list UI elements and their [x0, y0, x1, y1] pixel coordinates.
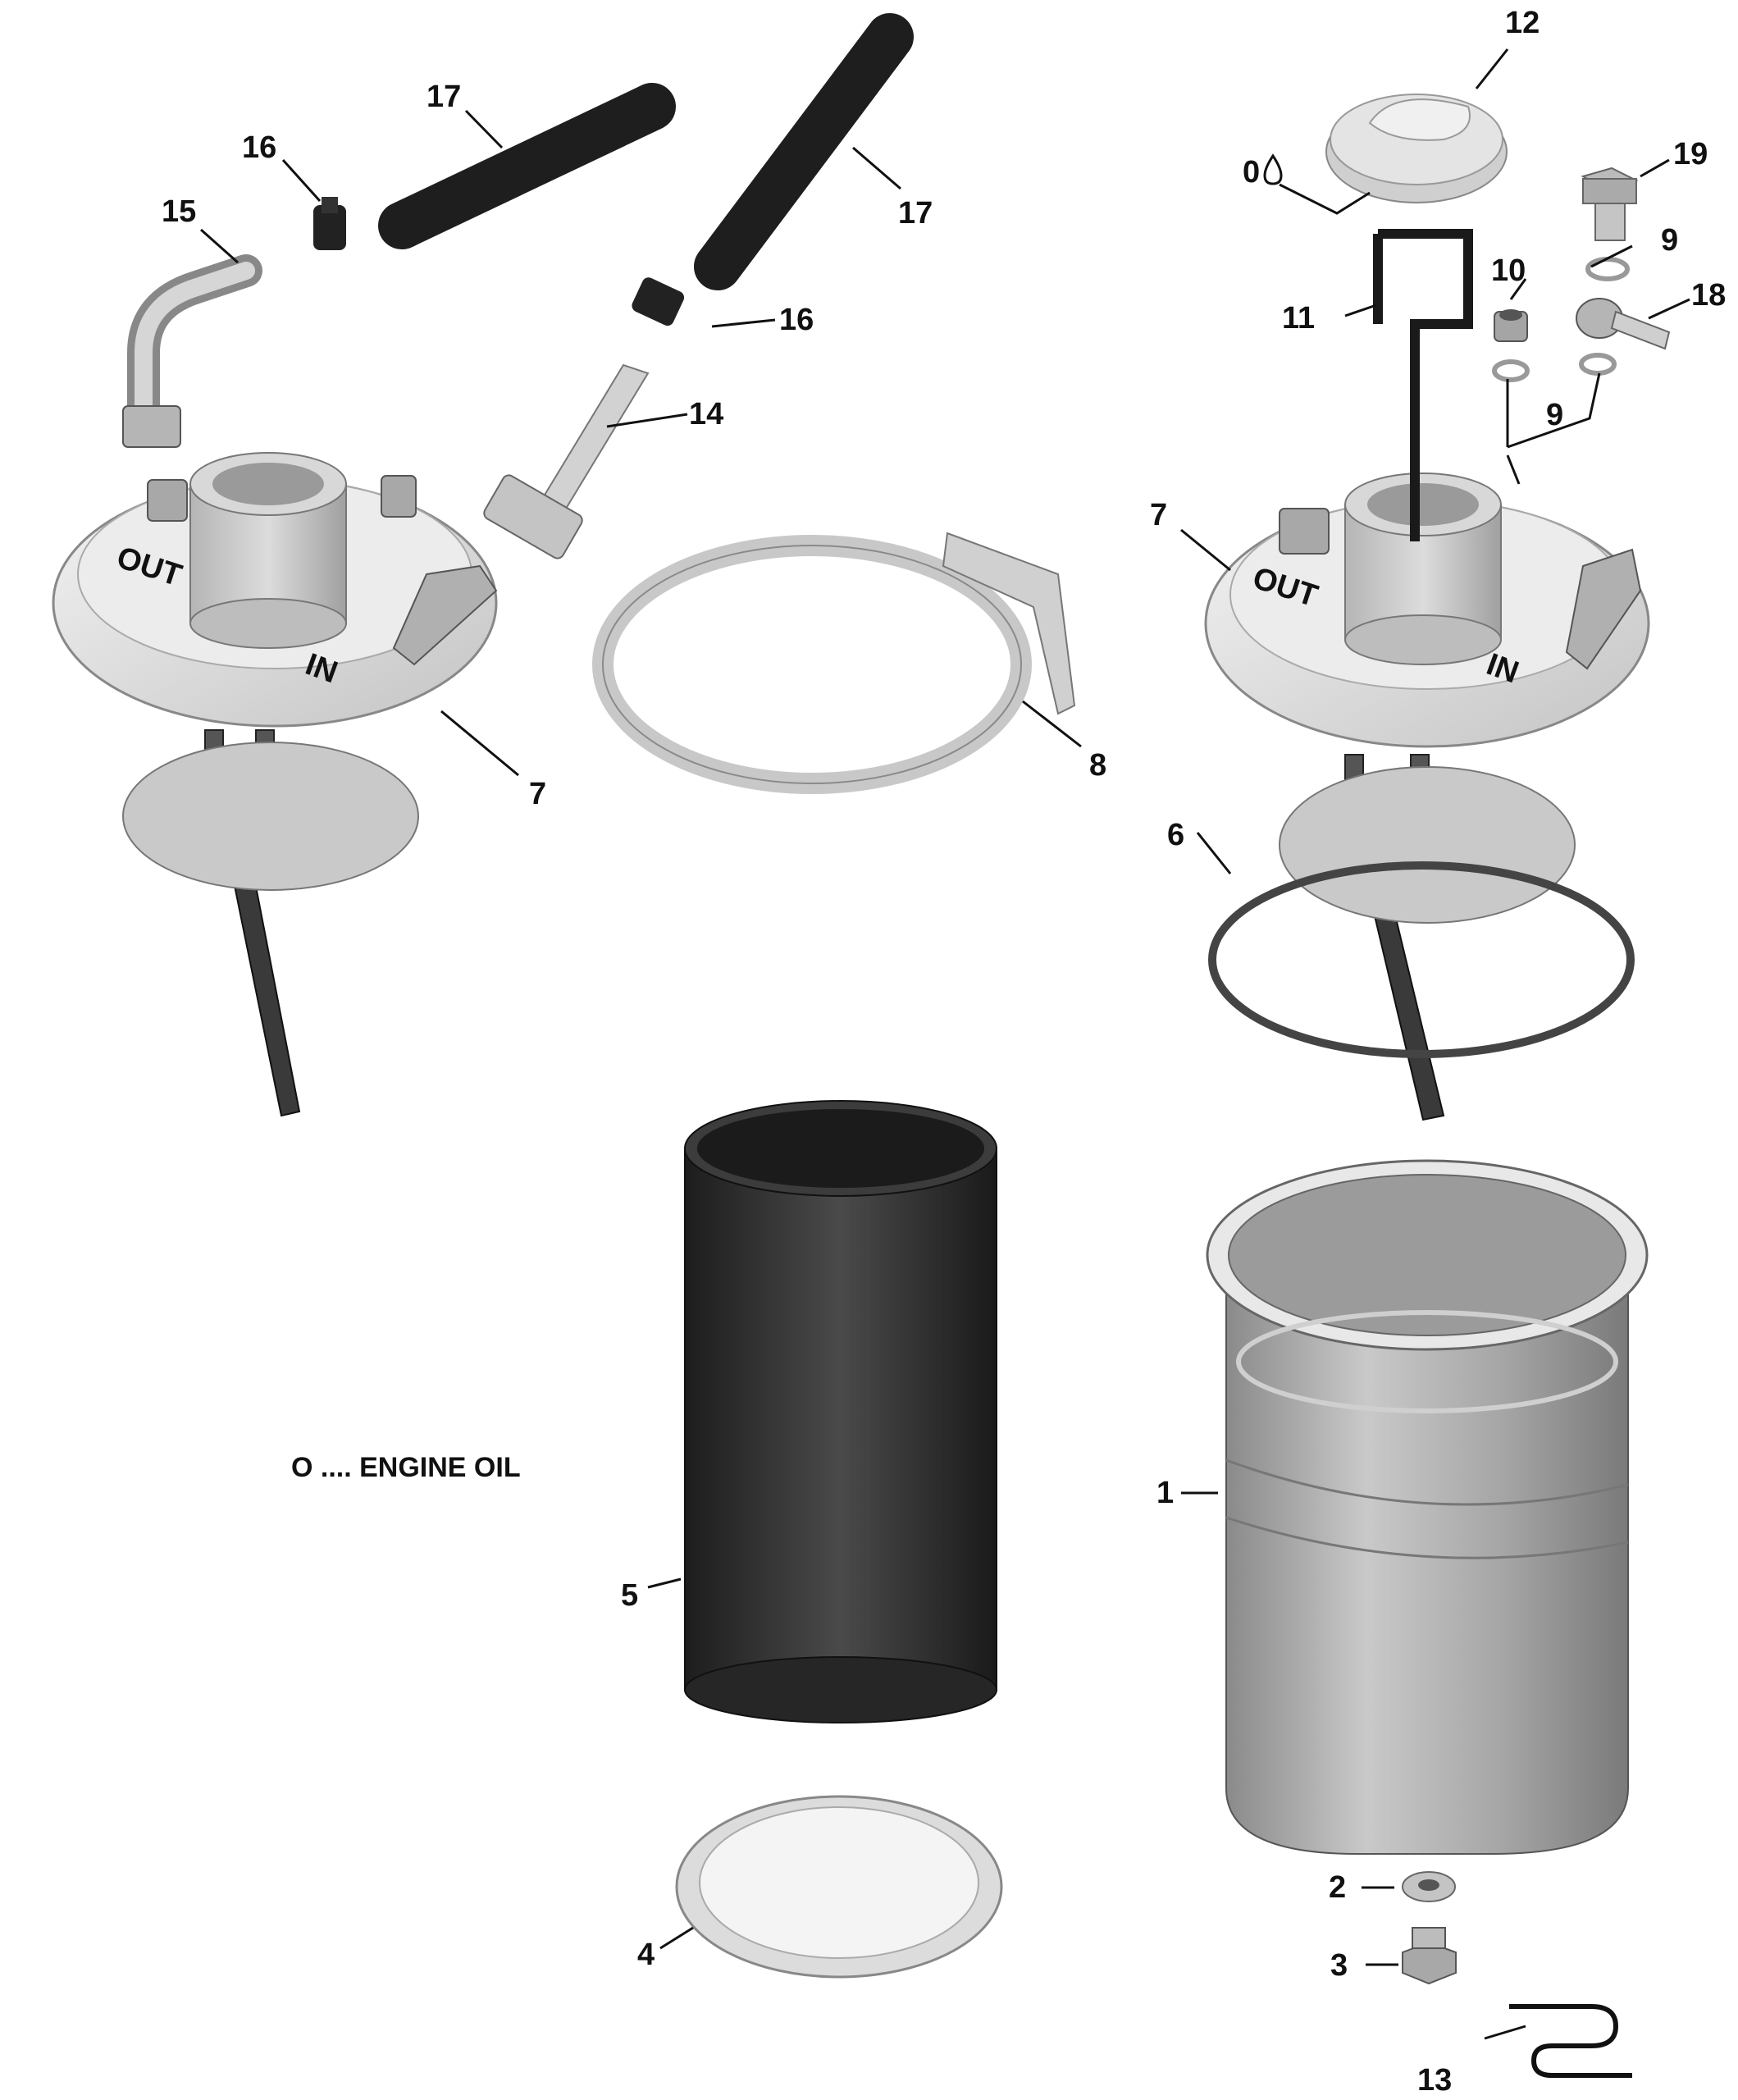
- callout-7-right: 7: [1150, 498, 1167, 532]
- part-9-washer-left: [1492, 359, 1530, 382]
- part-10-plug: [1494, 309, 1528, 342]
- callout-4: 4: [637, 1938, 655, 1972]
- callout-15: 15: [162, 194, 196, 229]
- legend-engine-oil: O .... ENGINE OIL: [291, 1452, 521, 1483]
- callout-7-left: 7: [529, 777, 546, 811]
- callout-19: 19: [1673, 137, 1708, 171]
- callout-9-lower: 9: [1546, 398, 1563, 432]
- callout-numbers: 1 2 3 4 5 6 7 7 8 9 9 10 11 12 13 14 15 …: [162, 6, 1726, 2098]
- callout-8: 8: [1089, 748, 1106, 783]
- part-14-fitting: [483, 363, 650, 559]
- part-16-clamp-upper: [313, 197, 346, 250]
- callout-0-engine-oil: 0: [1243, 155, 1260, 189]
- callout-18: 18: [1691, 278, 1726, 313]
- part-16-clamp-lower: [632, 277, 685, 326]
- part-5-filter-cylinder: [684, 1100, 997, 1723]
- part-11-dipstick: [1373, 229, 1473, 541]
- part-2-sealing-washer: [1402, 1871, 1456, 1902]
- part-1-oil-tank: [1206, 1159, 1649, 1855]
- callout-13: 13: [1417, 2063, 1452, 2098]
- callout-9-top: 9: [1661, 223, 1678, 258]
- callout-11: 11: [1282, 301, 1315, 336]
- callout-17-diagonal: 17: [898, 196, 933, 231]
- oil-drop-icon: [1263, 153, 1283, 185]
- left-cap-assembly: OUT IN: [52, 452, 498, 1117]
- part-8-band-clamp: [592, 532, 1076, 794]
- callout-14: 14: [689, 397, 723, 431]
- part-9-washer-top: [1585, 257, 1630, 281]
- callout-10: 10: [1491, 253, 1526, 288]
- right-cap-assembly: OUT IN: [1204, 472, 1650, 1121]
- part-3-drain-plug: [1402, 1927, 1457, 1985]
- part-17-hose-upper: [378, 83, 676, 249]
- part-19-banjo-bolt: [1581, 167, 1639, 241]
- callout-16-upper: 16: [242, 130, 276, 165]
- part-4-retaining-ring: [675, 1795, 1003, 1979]
- part-17-hose-diagonal: [694, 13, 914, 290]
- callout-3: 3: [1330, 1948, 1348, 1983]
- part-12-oil-cap: [1325, 94, 1508, 203]
- callout-12: 12: [1505, 6, 1540, 40]
- part-6-o-ring: [1208, 861, 1635, 1058]
- part-18-banjo-fitting: [1576, 298, 1671, 350]
- callout-2: 2: [1329, 1870, 1346, 1905]
- callout-5: 5: [621, 1578, 638, 1613]
- callout-17-upper: 17: [427, 80, 461, 114]
- part-13-sealant-symbol: [1509, 2004, 1632, 2078]
- part-15-elbow-fitting: [122, 254, 262, 448]
- callout-6: 6: [1167, 818, 1184, 852]
- callout-16-lower: 16: [779, 303, 814, 337]
- leader-lines: [200, 48, 1690, 2040]
- part-9-washer-right: [1579, 353, 1617, 376]
- callout-1: 1: [1156, 1476, 1174, 1510]
